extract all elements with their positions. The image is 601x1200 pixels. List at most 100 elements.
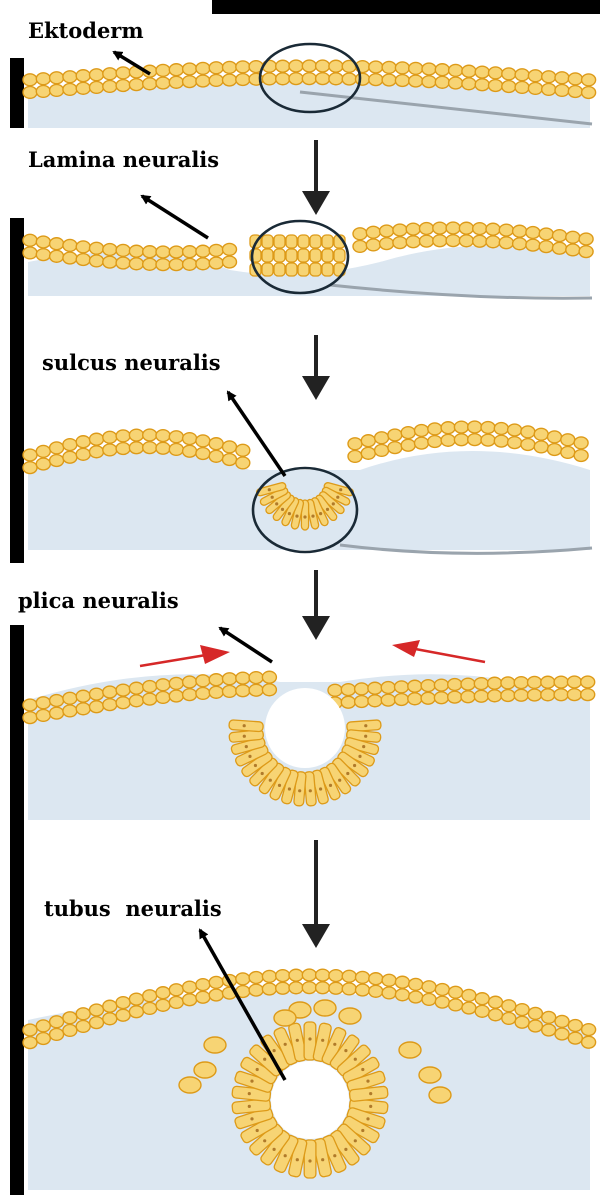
cell bbox=[462, 78, 476, 90]
cell bbox=[499, 237, 513, 249]
cell bbox=[183, 76, 197, 88]
cell bbox=[50, 707, 64, 719]
cell bbox=[116, 697, 130, 709]
top-bar bbox=[212, 0, 600, 14]
cell bbox=[502, 1012, 516, 1024]
cell bbox=[23, 1037, 37, 1049]
cell bbox=[90, 69, 104, 81]
cell bbox=[129, 258, 143, 270]
cell bbox=[289, 969, 303, 981]
cell bbox=[249, 972, 263, 984]
down-arrow-icon bbox=[302, 570, 330, 640]
nucleus bbox=[338, 779, 341, 782]
nucleus bbox=[269, 779, 272, 782]
cell bbox=[236, 457, 250, 469]
cell bbox=[209, 438, 223, 450]
nucleus bbox=[256, 1129, 259, 1132]
cell bbox=[356, 73, 370, 85]
cell bbox=[481, 434, 495, 446]
cell bbox=[196, 687, 210, 699]
cell bbox=[249, 684, 263, 696]
cell bbox=[542, 1011, 556, 1023]
cell bbox=[568, 73, 582, 85]
cell bbox=[156, 987, 170, 999]
cell bbox=[183, 676, 197, 688]
cell bbox=[143, 442, 157, 454]
cell bbox=[262, 671, 276, 683]
cell bbox=[23, 712, 37, 724]
cell bbox=[143, 246, 157, 258]
cell bbox=[554, 689, 568, 701]
nucleus bbox=[288, 787, 291, 790]
cell bbox=[548, 444, 562, 456]
cell bbox=[103, 431, 117, 443]
cell bbox=[183, 63, 197, 75]
cell bbox=[381, 682, 395, 694]
cell bbox=[582, 74, 596, 86]
cell bbox=[408, 693, 422, 705]
cell bbox=[329, 73, 343, 85]
cell bbox=[223, 256, 237, 268]
cell bbox=[528, 676, 542, 688]
nucleus bbox=[354, 1139, 357, 1142]
cell bbox=[196, 448, 210, 460]
cell bbox=[526, 227, 540, 239]
cell bbox=[368, 695, 382, 707]
cell bbox=[196, 435, 210, 447]
cell bbox=[435, 76, 449, 88]
cell bbox=[415, 425, 429, 437]
cell bbox=[129, 993, 143, 1005]
cell bbox=[50, 72, 64, 84]
cell bbox=[169, 431, 183, 443]
cell bbox=[462, 65, 476, 77]
cell bbox=[236, 973, 250, 985]
cell bbox=[156, 999, 170, 1011]
cell bbox=[63, 705, 77, 717]
nucleus bbox=[248, 1092, 251, 1095]
nucleus bbox=[309, 789, 312, 792]
nucleus bbox=[326, 508, 329, 511]
nucleus bbox=[281, 508, 284, 511]
label-pointers bbox=[114, 52, 285, 1080]
cell bbox=[302, 969, 316, 981]
cell bbox=[63, 1012, 77, 1024]
cell bbox=[502, 81, 516, 93]
cell bbox=[50, 1028, 64, 1040]
cell bbox=[196, 991, 210, 1003]
cell bbox=[103, 244, 117, 256]
cell bbox=[342, 970, 356, 982]
cell bbox=[116, 430, 130, 442]
cell bbox=[446, 222, 460, 234]
cell bbox=[488, 677, 502, 689]
cell bbox=[449, 77, 463, 89]
cell bbox=[23, 74, 37, 86]
cell bbox=[143, 78, 157, 90]
cell bbox=[36, 1020, 50, 1032]
down-arrow-icon bbox=[302, 840, 330, 948]
cell bbox=[528, 82, 542, 94]
cell bbox=[515, 1004, 529, 1016]
cell bbox=[555, 72, 569, 84]
nucleus bbox=[243, 735, 246, 738]
cell bbox=[116, 684, 130, 696]
cell bbox=[475, 993, 489, 1005]
cell bbox=[63, 252, 77, 264]
cell bbox=[183, 994, 197, 1006]
cell bbox=[489, 80, 503, 92]
cell bbox=[406, 236, 420, 248]
cell bbox=[428, 423, 442, 435]
cell bbox=[356, 984, 370, 996]
cell bbox=[23, 247, 37, 259]
cell bbox=[129, 1006, 143, 1018]
panel-plica bbox=[23, 640, 595, 820]
cell bbox=[567, 689, 581, 701]
nucleus bbox=[329, 784, 332, 787]
cell bbox=[434, 692, 448, 704]
cell bbox=[103, 1000, 117, 1012]
cell bbox=[528, 1020, 542, 1032]
cell bbox=[462, 1002, 476, 1014]
cell bbox=[541, 676, 555, 688]
cell bbox=[341, 684, 355, 696]
cell bbox=[76, 703, 90, 715]
